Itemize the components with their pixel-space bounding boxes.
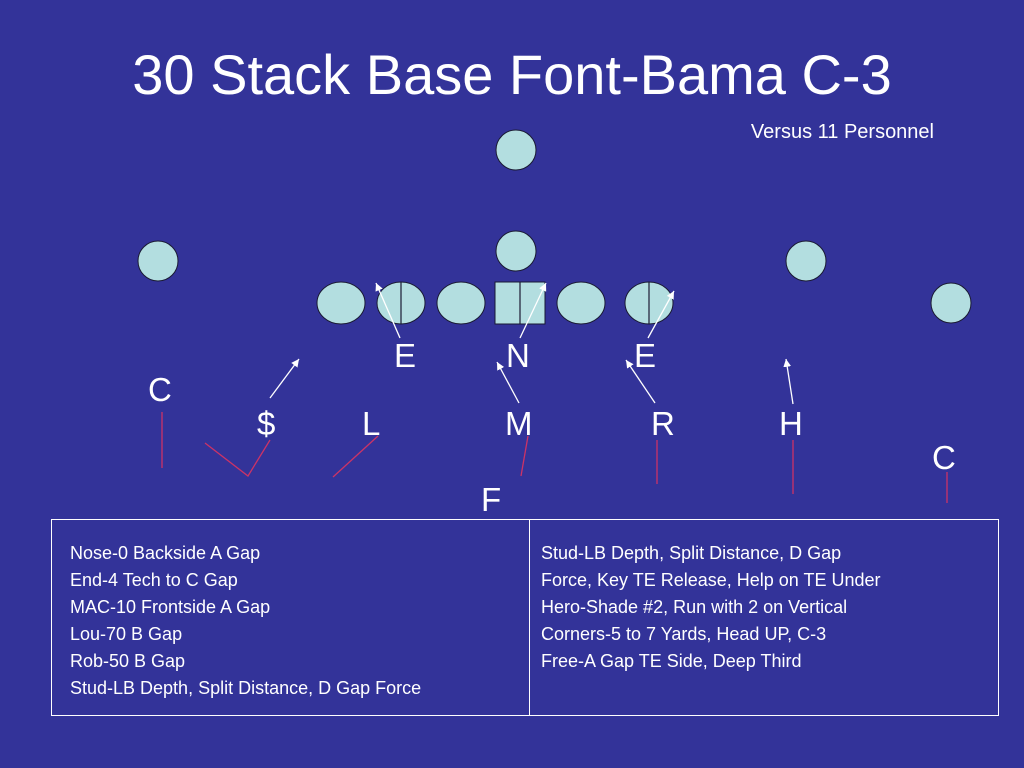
note-line: Hero-Shade #2, Run with 2 on Vertical	[541, 597, 848, 617]
mac-drop	[520, 435, 529, 477]
notes-left-column: Nose-0 Backside A Gap End-4 Tech to C Ga…	[52, 520, 530, 715]
note-line: Stud-LB Depth, Split Distance, D Gap	[541, 543, 842, 563]
hero-arrow	[783, 358, 794, 405]
free-safety-label: F	[481, 481, 502, 518]
offense-players	[137, 129, 972, 325]
note-line: Lou-70 B Gap	[70, 624, 183, 644]
end-left-label: E	[394, 337, 417, 374]
note-line: Nose-0 Backside A Gap	[70, 543, 261, 563]
quarterback-circle	[495, 230, 537, 272]
end-right-label: E	[634, 337, 657, 374]
nose-label: N	[506, 337, 530, 374]
personnel-subtitle: Versus 11 Personnel	[750, 121, 934, 143]
wide-receiver-right-circle	[930, 282, 972, 324]
slot-receiver-circle	[785, 240, 827, 282]
slide-title: 30 Stack Base Font-Bama C-3	[132, 43, 892, 106]
notes-right-column: Stud-LB Depth, Split Distance, D Gap For…	[530, 520, 998, 715]
nose-arrow	[519, 282, 547, 339]
rob-label: R	[651, 405, 675, 442]
assignment-lines	[161, 412, 948, 503]
corner-left-label: C	[148, 371, 172, 408]
lou-drop	[332, 435, 379, 478]
technique-marks	[400, 282, 650, 324]
note-line: Rob-50 B Gap	[70, 651, 186, 671]
note-line: Stud-LB Depth, Split Distance, D Gap For…	[70, 678, 422, 698]
note-line: Corners-5 to 7 Yards, Head UP, C-3	[541, 624, 827, 644]
movement-arrows	[269, 282, 794, 405]
assignment-notes-table: Nose-0 Backside A Gap End-4 Tech to C Ga…	[51, 519, 999, 716]
note-line: Force, Key TE Release, Help on TE Under	[541, 570, 881, 590]
center-left-lineman	[436, 281, 486, 325]
corner-right-label: C	[932, 439, 956, 476]
note-line: MAC-10 Frontside A Gap	[70, 597, 271, 617]
tailback-circle	[495, 129, 537, 171]
wide-receiver-left-circle	[137, 240, 179, 282]
end-left-arrow	[375, 282, 401, 339]
dollar-arrow	[269, 358, 300, 399]
left-tackle	[316, 281, 366, 325]
dollar-drop	[204, 439, 271, 477]
mac-arrow	[496, 361, 520, 404]
note-line: End-4 Tech to C Gap	[70, 570, 238, 590]
hero-label: H	[779, 405, 803, 442]
note-line: Free-A Gap TE Side, Deep Third	[541, 651, 802, 671]
right-guard	[556, 281, 606, 325]
end-right-arrow	[647, 290, 675, 339]
rob-arrow	[625, 359, 656, 404]
dollar-label: $	[257, 405, 276, 442]
lou-label: L	[362, 405, 381, 442]
mac-label: M	[505, 405, 533, 442]
